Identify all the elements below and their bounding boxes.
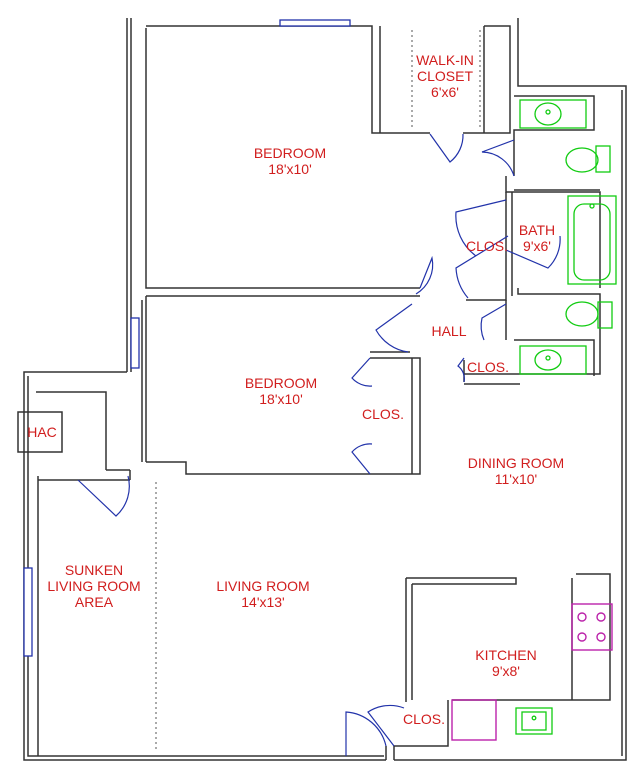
walk-in-closet-dims: 6'x6' [431,84,459,100]
living-room-name: LIVING ROOM [216,578,310,594]
bedroom-2-closet-name: CLOS. [361,406,405,422]
windows [23,19,351,657]
hall-name: HALL [431,323,467,339]
bathtub-icon [567,195,617,285]
entry-closet-name: CLOS. [402,711,446,727]
toilet-icon [565,301,613,329]
bath-closet-name: CLOS. [465,238,509,254]
bath-name: BATH [518,222,556,238]
dining-room-name: DINING ROOM [467,455,565,471]
living-room-dims: 14'x13' [241,594,285,610]
bedroom-2-dims: 18'x10' [259,391,303,407]
bath-dims: 9'x6' [523,238,551,254]
refrigerator-icon [451,699,497,741]
hall-label: HALL [431,323,466,339]
walk-in-closet-label: WALK-IN CLOSET 6'x6' [416,52,474,100]
bedroom-2-closet-label: CLOS. [362,406,404,422]
sunken-living-label: SUNKEN LIVING ROOM AREA [47,562,140,610]
dining-room-label: DINING ROOM 11'x10' [468,455,564,487]
bedroom-1-name: BEDROOM [253,145,327,161]
bedroom-1-label: BEDROOM 18'x10' [254,145,326,177]
bedroom-1-dims: 18'x10' [268,161,312,177]
sink-icon [519,345,587,375]
kitchen-label: KITCHEN 9'x8' [475,647,536,679]
hall-closet-name: CLOS. [466,359,510,375]
bath-label: BATH 9'x6' [519,222,555,254]
hac-name: HAC [27,424,57,440]
bedroom-2-name: BEDROOM [244,375,318,391]
kitchen-dims: 9'x8' [492,663,520,679]
dining-room-dims: 11'x10' [494,471,538,487]
entry-closet-label: CLOS. [403,711,445,727]
kitchen-appliances [451,603,613,741]
kitchen-name: KITCHEN [475,647,537,663]
bedroom-2-label: BEDROOM 18'x10' [245,375,317,407]
stove-icon [571,603,613,651]
window-top [279,19,351,27]
walk-in-closet-name: WALK-IN CLOSET [416,52,474,84]
sunken-living-name: SUNKEN LIVING ROOM AREA [47,562,141,610]
dashed-lines [155,30,481,752]
window-left-lower [23,567,33,657]
window-left-upper [130,317,140,369]
door-swings [77,133,561,756]
toilet-icon [565,145,611,173]
living-room-label: LIVING ROOM 14'x13' [216,578,309,610]
hall-closet-label: CLOS. [467,359,509,375]
kitchen-sink-icon [515,707,553,735]
sink-icon [519,99,587,129]
bath-fixtures [519,99,617,375]
hac-label: HAC [27,424,57,440]
bath-closet-label: CLOS. [466,238,508,254]
